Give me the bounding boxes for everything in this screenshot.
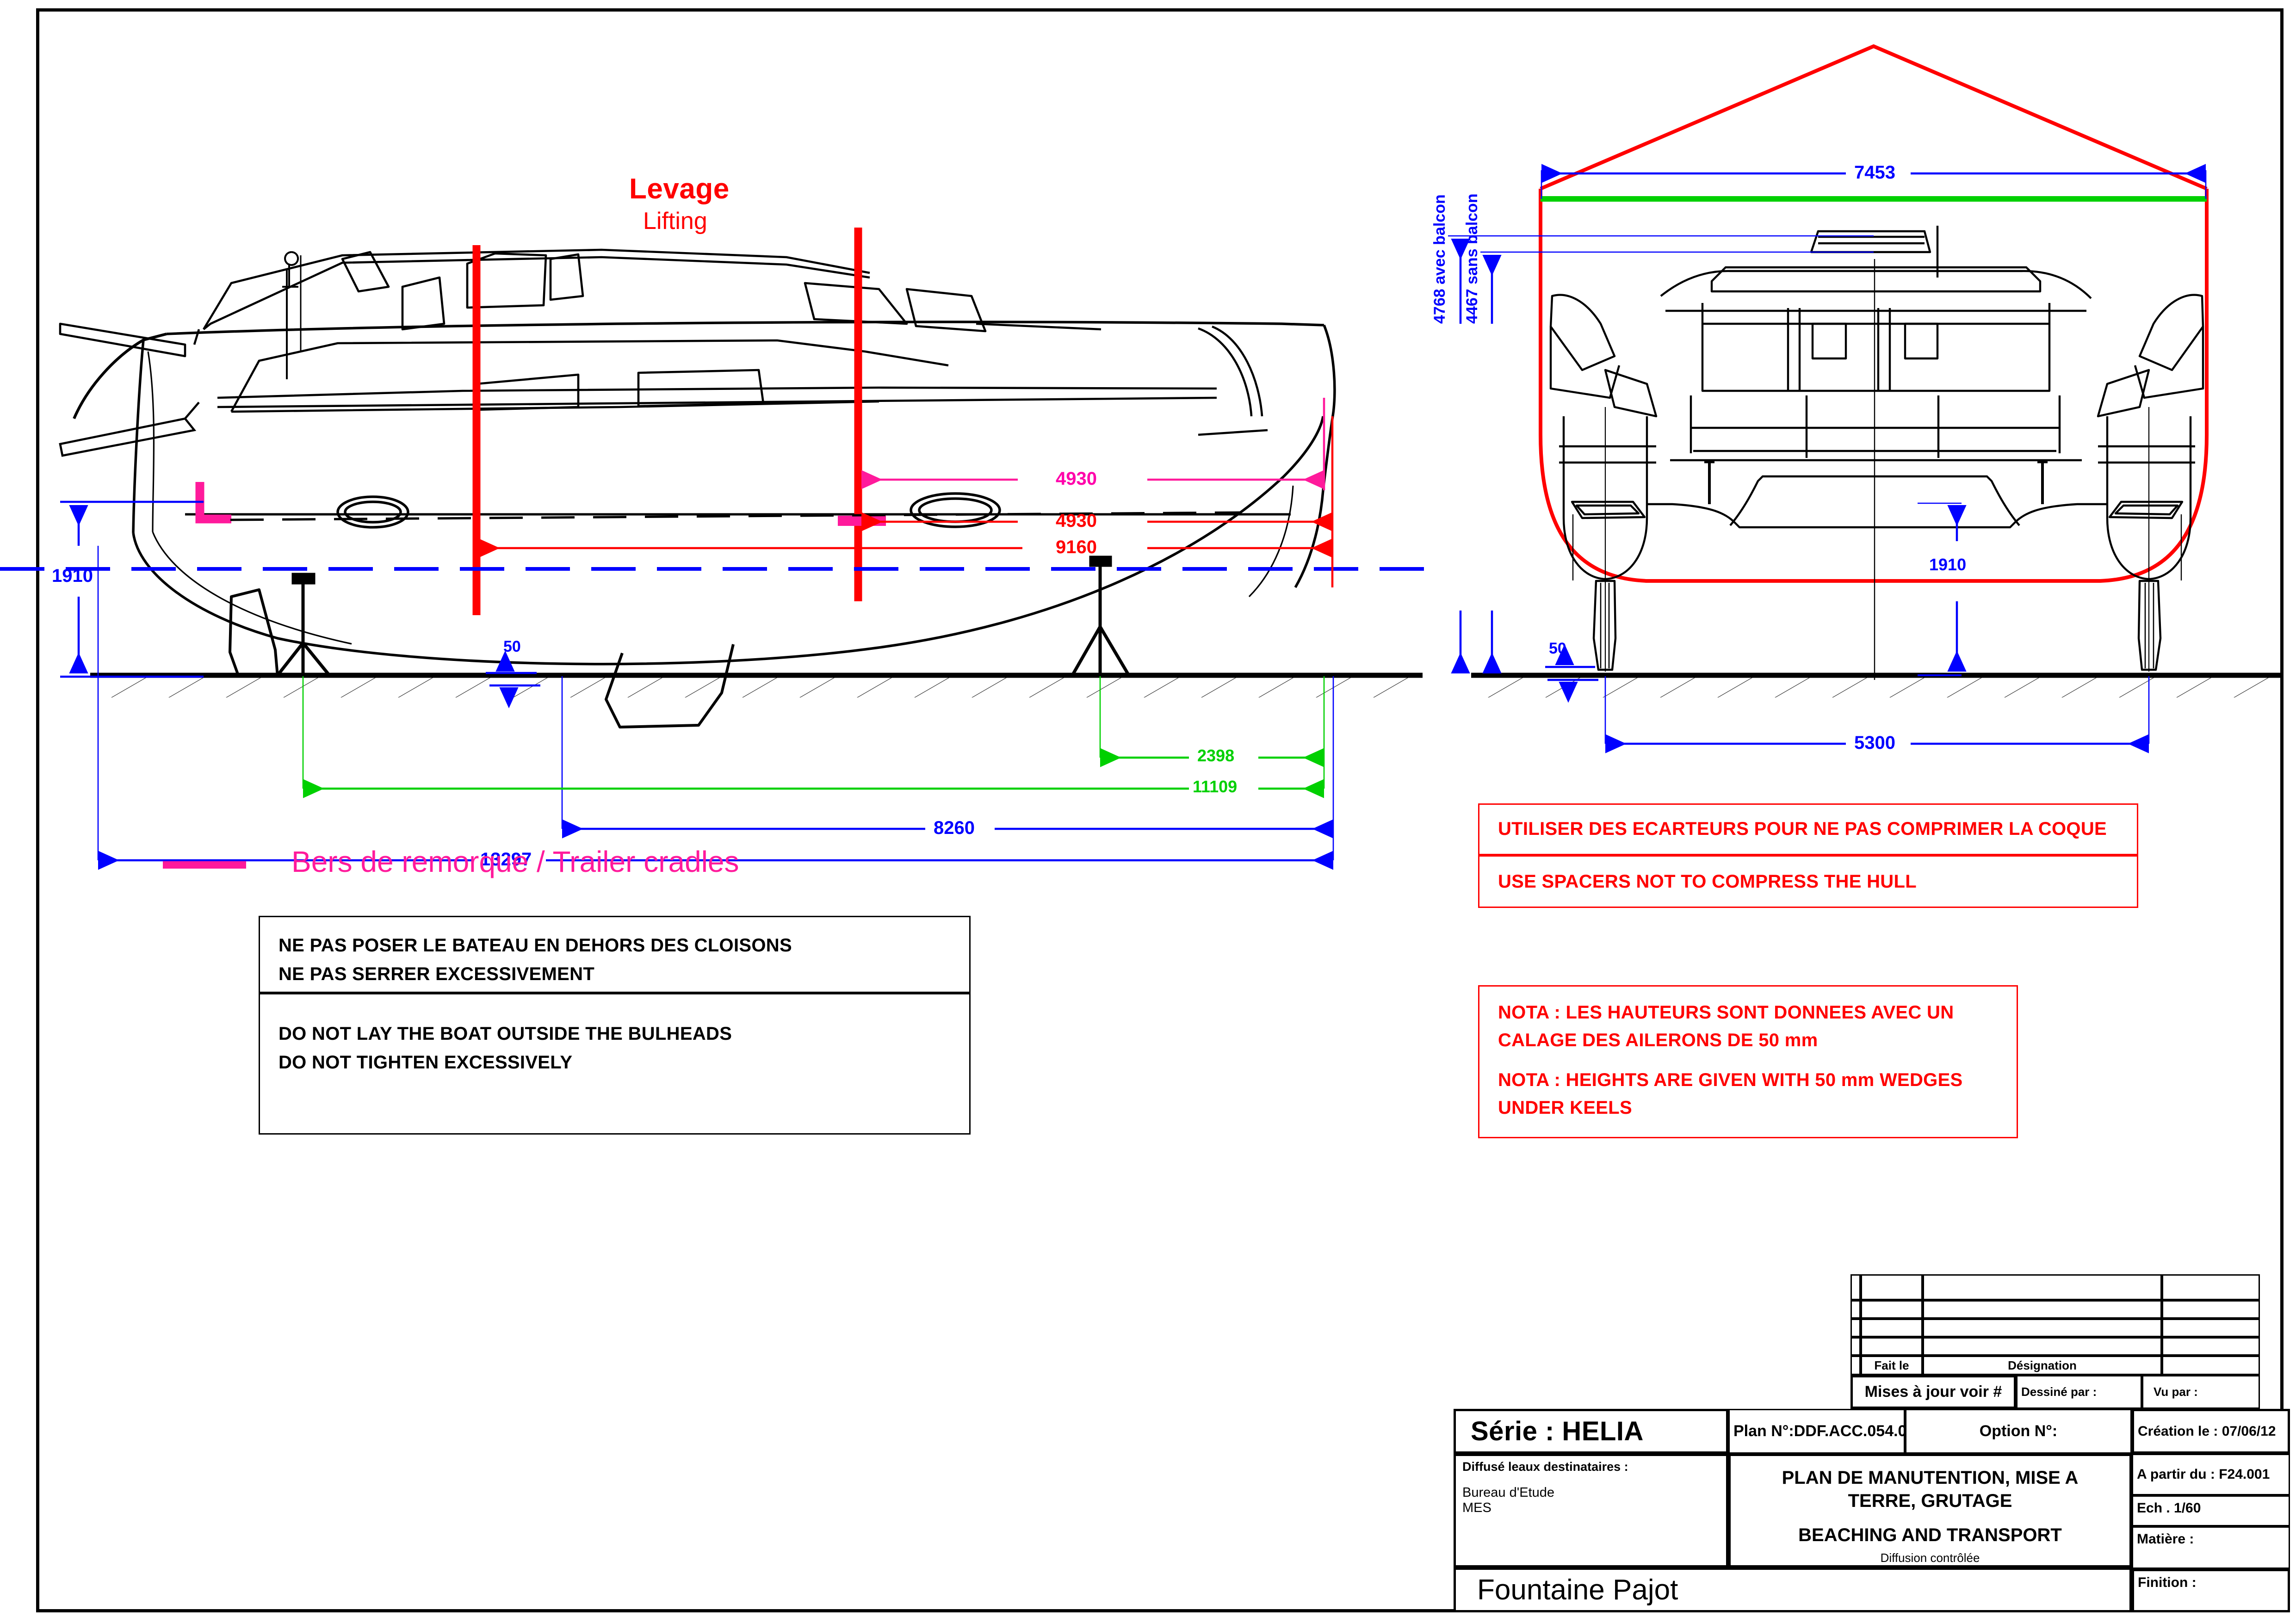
material-label: Matière :: [2137, 1531, 2194, 1547]
note-en-line2: DO NOT TIGHTEN EXCESSIVELY: [278, 1052, 573, 1073]
dim-4930-cradle: 4930: [1056, 469, 1097, 489]
company-label: Fountaine Pajot: [1477, 1574, 1678, 1606]
main-title-en: BEACHING AND TRANSPORT: [1798, 1525, 2062, 1545]
rev-row3-index: [1850, 1319, 1861, 1337]
scale-cell: Ech . 1/60: [2132, 1495, 2290, 1526]
rev-row2-index: [1850, 1337, 1861, 1356]
dim-4768-avec-balcon: 4768 avec balcon: [1431, 194, 1448, 324]
series-label: Série : HELIA: [1471, 1416, 1644, 1446]
rev-header-desc-label: Désignation: [2008, 1358, 2077, 1372]
creation-date-cell: Création le : 07/06/12: [2132, 1409, 2290, 1454]
rev-row5-desc: [1923, 1274, 2162, 1300]
rev-row3-desc: [1923, 1319, 2162, 1337]
updates-label: Mises à jour voir #: [1864, 1383, 2002, 1401]
distribution-cell: Diffusé leaux destinataires : Bureau d'E…: [1454, 1454, 1728, 1567]
note-en-line1: DO NOT LAY THE BOAT OUTSIDE THE BULHEADS: [278, 1024, 732, 1044]
plan-no-label: Plan N°:DDF.ACC.054.012: [1733, 1422, 1925, 1440]
option-no-cell: Option N°:: [1905, 1409, 2132, 1454]
warning-box-spacers-en: USE SPACERS NOT TO COMPRESS THE HULL: [1478, 855, 2138, 908]
rev-row2-desc: [1923, 1337, 2162, 1356]
scale-label: Ech . 1/60: [2137, 1500, 2201, 1516]
nota-fr-line2: CALAGE DES AILERONS DE 50 mm: [1498, 1030, 1818, 1050]
distribution-item-1: MES: [1462, 1500, 1491, 1515]
dim-50-side: 50: [503, 638, 521, 655]
rev-row3-by: [2162, 1319, 2260, 1337]
warn-fr-line1: UTILISER DES ECARTEURS POUR NE PAS COMPR…: [1498, 819, 2107, 839]
rev-row2-by: [2162, 1337, 2260, 1356]
drawing-frame-border: [36, 8, 2284, 1612]
dim-1910-front: 1910: [1929, 555, 1967, 574]
drawn-by-cell: Dessiné par :: [2016, 1375, 2142, 1409]
updates-cell: Mises à jour voir #: [1850, 1375, 2016, 1409]
lifting-title-en: Lifting: [643, 208, 707, 235]
lifting-title-fr: Levage: [629, 173, 730, 205]
distribution-item-0: Bureau d'Etude: [1462, 1485, 1555, 1500]
from-hull-cell: A partir du : F24.001: [2132, 1454, 2290, 1495]
creation-date-label: Création le : 07/06/12: [2138, 1423, 2276, 1439]
rev-row5-date: [1861, 1274, 1923, 1300]
legend-cradle-label: Bers de remorque / Trailer cradles: [291, 845, 739, 878]
rev-header-date: Fait le: [1861, 1356, 1923, 1375]
dim-11109: 11109: [1193, 777, 1238, 796]
rev-header-index: [1850, 1356, 1861, 1375]
rev-row3-date: [1861, 1319, 1923, 1337]
rev-header-date-label: Fait le: [1874, 1358, 1909, 1372]
warning-box-nota: NOTA : LES HAUTEURS SONT DONNEES AVEC UN…: [1478, 985, 2018, 1138]
controlled-distribution-label: Diffusion contrôlée: [1880, 1551, 1980, 1565]
rev-row2-date: [1861, 1337, 1923, 1356]
warning-box-spacers-fr: UTILISER DES ECARTEURS POUR NE PAS COMPR…: [1478, 803, 2138, 855]
checked-by-label: Vu par :: [2154, 1385, 2198, 1399]
plan-no-cell: Plan N°:DDF.ACC.054.012: [1728, 1409, 1924, 1454]
note-box-french: NE PAS POSER LE BATEAU EN DEHORS DES CLO…: [259, 916, 971, 993]
main-title-fr-line1: PLAN DE MANUTENTION, MISE A: [1782, 1468, 2079, 1488]
dim-4467-sans-balcon: 4467 sans balcon: [1463, 193, 1481, 324]
rev-row4-by: [2162, 1300, 2260, 1319]
dim-2398: 2398: [1197, 746, 1235, 765]
warn-en-line1: USE SPACERS NOT TO COMPRESS THE HULL: [1498, 871, 1917, 892]
rev-row5-index: [1850, 1274, 1861, 1300]
main-title-fr-line2: TERRE, GRUTAGE: [1848, 1491, 2012, 1511]
nota-gap: [1498, 1054, 2017, 1066]
dim-9160: 9160: [1056, 537, 1097, 557]
rev-row4-desc: [1923, 1300, 2162, 1319]
rev-header-by: [2162, 1356, 2260, 1375]
rev-row4-index: [1850, 1300, 1861, 1319]
dim-1910-side: 1910: [52, 566, 93, 586]
from-hull-label: A partir du : F24.001: [2137, 1467, 2270, 1482]
drawn-by-label: Dessiné par :: [2021, 1385, 2097, 1399]
note-fr-line2: NE PAS SERRER EXCESSIVEMENT: [278, 964, 595, 984]
dim-50-front: 50: [1549, 640, 1566, 657]
rev-row5-by: [2162, 1274, 2260, 1300]
dim-5300: 5300: [1854, 733, 1895, 753]
note-box-english: DO NOT LAY THE BOAT OUTSIDE THE BULHEADS…: [259, 993, 971, 1135]
company-cell: Fountaine Pajot: [1454, 1567, 2132, 1612]
rev-row4-date: [1861, 1300, 1923, 1319]
distribution-label: Diffusé leaux destinataires :: [1462, 1460, 1628, 1474]
finish-cell: Finition :: [2132, 1569, 2290, 1612]
dim-13297: 13297: [480, 849, 532, 870]
finish-label: Finition :: [2138, 1575, 2197, 1590]
checked-by-cell: Vu par :: [2142, 1375, 2260, 1409]
dim-7453: 7453: [1854, 162, 1895, 183]
nota-en-line1: NOTA : HEIGHTS ARE GIVEN WITH 50 mm WEDG…: [1498, 1070, 1963, 1090]
dim-8260: 8260: [934, 818, 975, 838]
dim-4930-strap: 4930: [1056, 511, 1097, 531]
series-cell: Série : HELIA: [1454, 1409, 1728, 1454]
note-fr-line1: NE PAS POSER LE BATEAU EN DEHORS DES CLO…: [278, 935, 792, 956]
material-cell: Matière :: [2132, 1526, 2290, 1569]
option-no-label: Option N°:: [1979, 1422, 2058, 1440]
rev-header-desc: Désignation: [1923, 1356, 2162, 1375]
nota-en-line2: UNDER KEELS: [1498, 1098, 1632, 1118]
legend-cradle-swatch: [163, 861, 246, 869]
main-title-cell: PLAN DE MANUTENTION, MISE A TERRE, GRUTA…: [1728, 1454, 2132, 1567]
nota-fr-line1: NOTA : LES HAUTEURS SONT DONNEES AVEC UN: [1498, 1002, 1954, 1023]
